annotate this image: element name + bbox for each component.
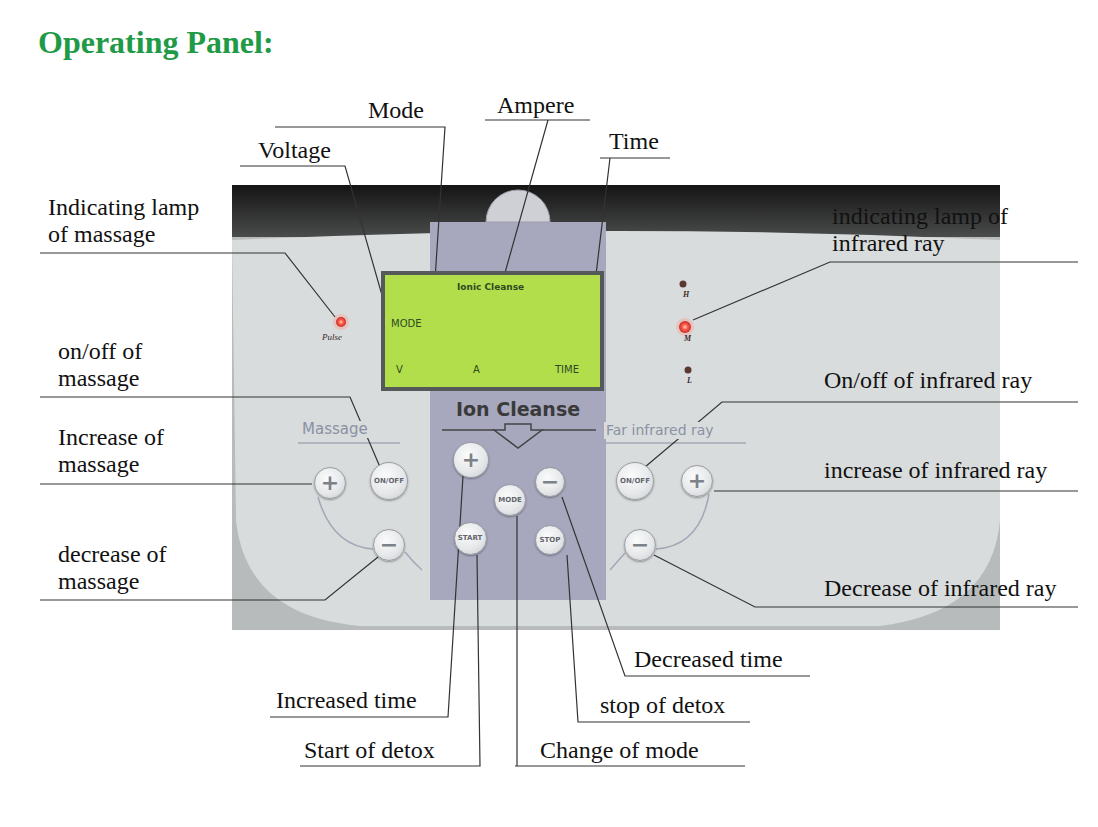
panel-print: Pulse [322, 332, 342, 342]
panel-button: − [373, 529, 405, 561]
leader-line [714, 490, 1078, 491]
lamp-level: L [687, 376, 692, 385]
button-word: ON/OFF [620, 477, 650, 485]
lcd-text: TIME [555, 364, 579, 375]
panel-button: + [681, 465, 713, 497]
group-arc [610, 553, 625, 570]
callout-label: Increased time [276, 687, 417, 714]
group-arc [656, 494, 709, 549]
button-word: STOP [540, 536, 561, 544]
panel-button: START [454, 522, 487, 555]
lcd-text: A [473, 364, 480, 375]
leader-line [40, 253, 335, 317]
lcd-text: MODE [391, 318, 422, 329]
callout-label: Decreased time [634, 646, 783, 673]
lamp-level: H [683, 290, 689, 299]
callout-label: Time [609, 128, 659, 155]
leader-line [693, 262, 1078, 320]
panel-button: + [314, 467, 346, 499]
lcd-text: Ionic Cleanse [457, 283, 524, 293]
leader-line [270, 476, 463, 717]
button-symbol: + [462, 449, 480, 471]
panel-button: − [624, 529, 656, 561]
button-symbol: − [541, 471, 559, 493]
panel-button: + [453, 442, 489, 478]
callout-label: increase of infrared ray [824, 457, 1047, 484]
callout-label: decrease of massage [58, 541, 210, 595]
lamp-level: M [684, 334, 691, 343]
lcd-screen: Ionic CleanseMODE V A TIME [381, 271, 604, 391]
lamp-dot [336, 317, 346, 327]
button-word: START [458, 534, 483, 542]
callout-label: on/off of massage [58, 338, 186, 392]
leader-line [40, 483, 312, 484]
panel-housing [232, 231, 1000, 626]
callout-label: indicating lamp of infrared ray [832, 203, 1049, 257]
callout-label: Mode [368, 97, 424, 124]
panel-button: − [535, 467, 565, 497]
leader-line [240, 166, 400, 358]
massage-lamp [333, 314, 349, 330]
button-symbol: + [688, 470, 706, 492]
band-heading: Ion Cleanse [424, 398, 612, 420]
leader-line [654, 555, 1078, 607]
callout-label: Indicating lamp of massage [48, 194, 212, 248]
group-underlines [298, 443, 746, 570]
callout-label: On/off of infrared ray [824, 367, 1032, 394]
panel-button: ON/OFF [616, 462, 654, 500]
top-dial [486, 190, 550, 222]
lamp-dot [685, 367, 692, 374]
panel-button: ON/OFF [370, 462, 408, 500]
leader-line [515, 516, 745, 766]
underline [298, 442, 400, 444]
callout-label: Voltage [258, 137, 331, 164]
callout-label: stop of detox [600, 692, 725, 719]
leader-line [300, 555, 480, 766]
panel-button: MODE [494, 484, 526, 516]
leader-line [562, 497, 810, 676]
infrared-lamps [676, 281, 694, 374]
lamp-dot [679, 321, 691, 333]
arrow-line [442, 429, 494, 431]
button-symbol: + [321, 472, 339, 494]
lcd-text: V [396, 364, 403, 375]
callout-label: Ampere [497, 92, 574, 119]
callout-label: Change of mode [540, 737, 699, 764]
arrow-line [542, 429, 596, 431]
ion-cleanse-band: Ion Cleanse + MODE − START STOP [424, 395, 612, 600]
leader-line [567, 555, 750, 722]
button-symbol: − [380, 534, 398, 556]
button-word: ON/OFF [374, 477, 404, 485]
callout-label: Increase of massage [58, 424, 208, 478]
button-word: MODE [498, 496, 522, 504]
group-arc [318, 497, 373, 549]
arrow-head [494, 424, 542, 448]
group-label: Massage [300, 421, 370, 438]
callout-label: Start of detox [304, 737, 435, 764]
button-symbol: − [631, 534, 649, 556]
leader-lines [40, 120, 1078, 766]
group-label: Far infrared ray [604, 422, 716, 439]
lamp-glow [333, 314, 349, 330]
group-arc [405, 552, 422, 570]
diagram-title: Operating Panel: [38, 24, 274, 61]
lamp-glow [676, 318, 694, 336]
callout-label: Decrease of infrared ray [824, 575, 1057, 602]
lamp-dot [680, 281, 687, 288]
panel-button: STOP [535, 525, 565, 555]
